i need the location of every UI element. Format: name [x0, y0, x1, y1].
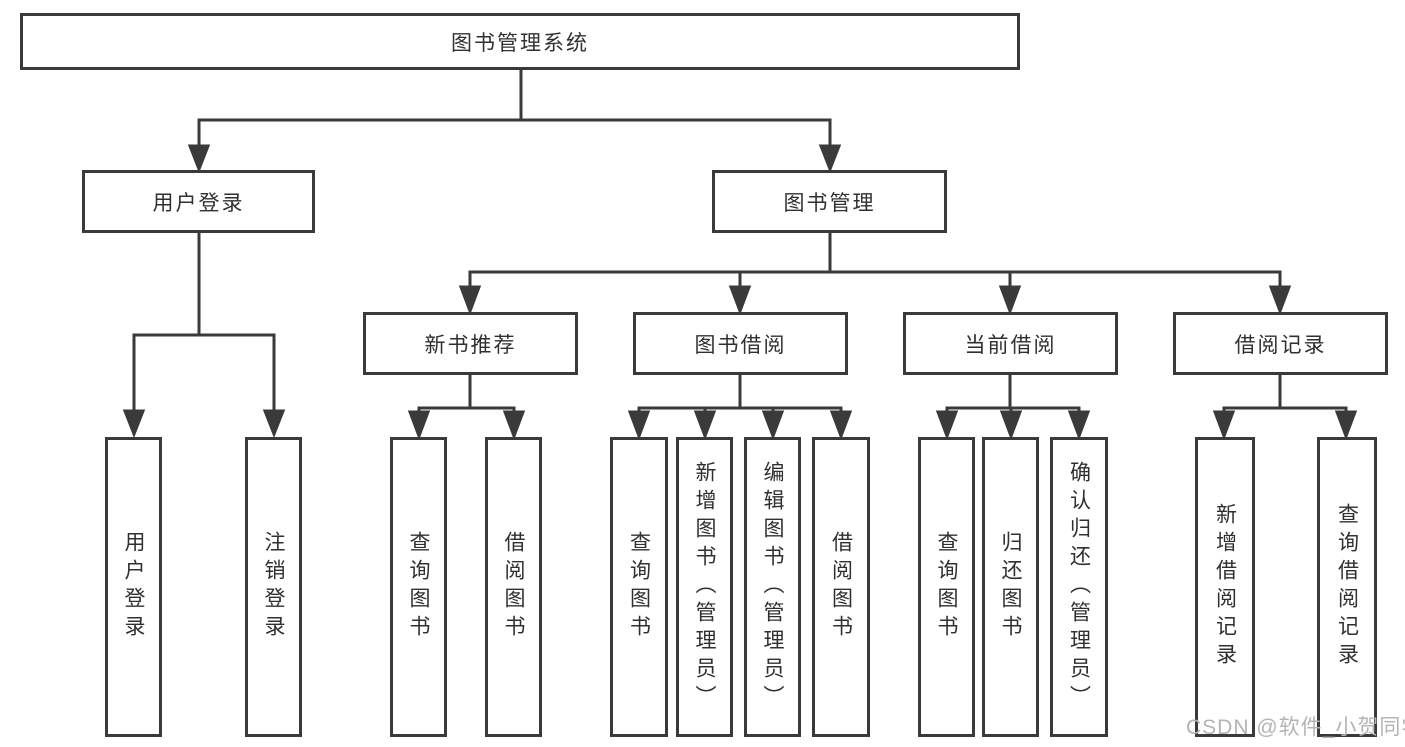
leaf-query-books-borrowing: 查询图书	[610, 437, 668, 737]
node-label: 当前借阅	[964, 333, 1057, 357]
connector-book-management-to-level3	[458, 233, 1292, 316]
csdn-watermark: CSDN @软件_小贺同学	[1186, 716, 1405, 739]
connector-new-book-recommendation-to-leaves	[407, 375, 526, 441]
node-label: 图书借阅	[694, 333, 787, 357]
node-label: 图书管理系统	[451, 31, 589, 55]
node-label: 新增图书（管理员）	[693, 461, 716, 713]
leaf-add-borrow-record: 新增借阅记录	[1195, 437, 1255, 737]
node-borrowing-records: 借阅记录	[1173, 312, 1388, 375]
arrow-down-icon	[761, 410, 785, 441]
arrow-down-icon	[1268, 285, 1292, 316]
arrow-down-icon	[728, 285, 752, 316]
leaf-return-books: 归还图书	[982, 437, 1039, 737]
node-library-management-system: 图书管理系统	[20, 13, 1020, 70]
connector-current-borrowing-to-leaves	[935, 375, 1091, 441]
node-label: 查询图书	[935, 531, 958, 643]
arrow-down-icon	[122, 409, 146, 439]
node-label: 查询图书	[627, 531, 651, 643]
node-label: 借阅图书	[502, 531, 525, 643]
node-label: 确认归还（管理员）	[1067, 461, 1091, 713]
node-current-borrowing: 当前借阅	[903, 312, 1118, 375]
connector-root-to-level2	[187, 70, 842, 174]
connector-book-borrowing-to-leaves	[627, 375, 853, 441]
leaf-add-books-admin: 新增图书（管理员）	[676, 437, 733, 737]
node-label: 归还图书	[999, 531, 1022, 643]
node-label: 用户登录	[122, 531, 145, 643]
arrow-down-icon	[998, 285, 1022, 316]
arrow-down-icon	[187, 144, 211, 174]
node-book-management: 图书管理	[712, 170, 947, 233]
leaf-edit-books-admin: 编辑图书（管理员）	[744, 437, 801, 737]
arrow-down-icon	[935, 410, 959, 441]
node-label: 查询借阅记录	[1335, 503, 1359, 671]
arrow-down-icon	[818, 144, 842, 174]
arrow-down-icon	[262, 409, 286, 439]
node-book-borrowing: 图书借阅	[633, 312, 848, 375]
arrow-down-icon	[1212, 410, 1236, 441]
node-label: 借阅记录	[1234, 333, 1327, 357]
arrow-down-icon	[1334, 410, 1358, 441]
node-user-login: 用户登录	[82, 170, 315, 233]
arrow-down-icon	[693, 410, 717, 441]
node-label: 借阅图书	[829, 531, 853, 643]
connector-borrowing-records-to-leaves	[1212, 375, 1358, 441]
node-label: 注销登录	[262, 531, 285, 643]
arrow-down-icon	[458, 285, 482, 316]
arrow-down-icon	[627, 410, 651, 441]
connector-user-login-to-leaves	[122, 233, 286, 439]
leaf-query-books-recommendation: 查询图书	[390, 437, 447, 737]
node-label: 新增借阅记录	[1213, 503, 1237, 671]
leaf-query-borrow-record: 查询借阅记录	[1317, 437, 1377, 737]
node-label: 查询图书	[407, 531, 430, 643]
leaf-confirm-return-admin: 确认归还（管理员）	[1050, 437, 1108, 737]
arrow-down-icon	[1067, 410, 1091, 441]
node-label: 编辑图书（管理员）	[761, 461, 784, 713]
arrow-down-icon	[407, 410, 431, 441]
node-new-book-recommendation: 新书推荐	[363, 312, 578, 375]
leaf-user-login: 用户登录	[105, 437, 162, 737]
leaf-borrow-books: 借阅图书	[812, 437, 870, 737]
arrow-down-icon	[829, 410, 853, 441]
node-label: 新书推荐	[424, 333, 517, 357]
arrow-down-icon	[502, 410, 526, 441]
node-label: 用户登录	[152, 191, 245, 215]
node-label: 图书管理	[783, 191, 876, 215]
leaf-logout: 注销登录	[245, 437, 302, 737]
leaf-query-books-current: 查询图书	[918, 437, 975, 737]
arrow-down-icon	[999, 410, 1023, 441]
leaf-borrow-books-recommendation: 借阅图书	[485, 437, 542, 737]
